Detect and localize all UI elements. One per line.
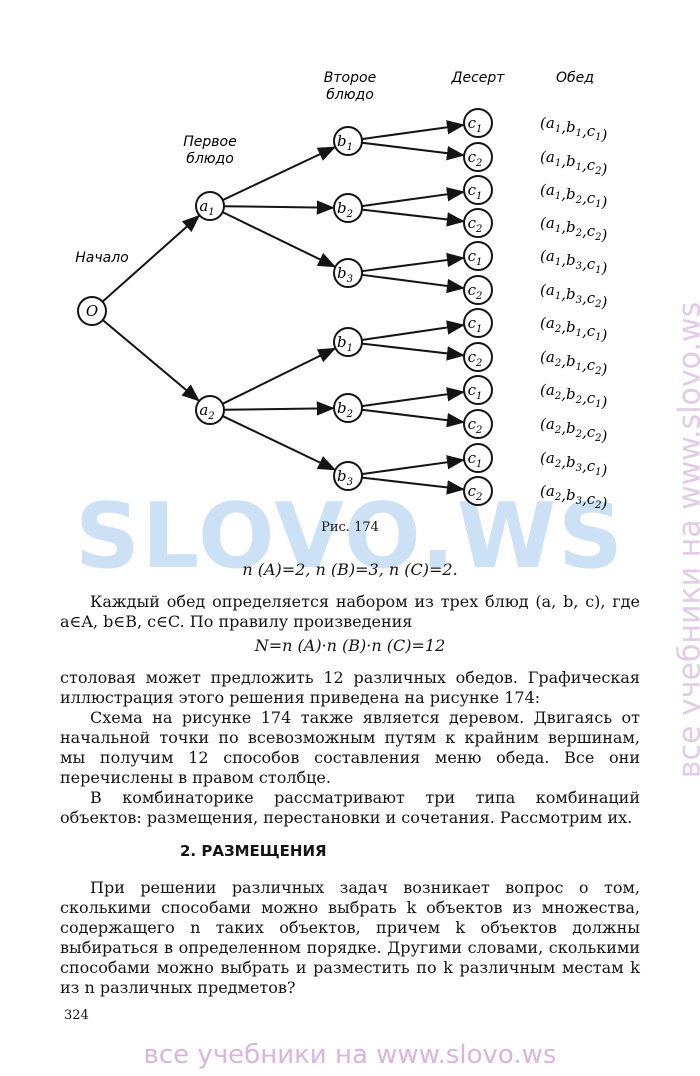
node-c2: c2 bbox=[463, 208, 493, 238]
node-b1: b1 bbox=[333, 126, 363, 156]
header-start: Начало bbox=[75, 250, 128, 266]
node-c2: c2 bbox=[463, 342, 493, 372]
edge-to-c2 bbox=[361, 476, 465, 495]
lunch-tuple: (a2,b3,c2) bbox=[540, 482, 608, 512]
edge-to-b1 bbox=[222, 347, 337, 405]
node-a2: a2 bbox=[195, 395, 225, 425]
node-c1: c1 bbox=[463, 308, 493, 338]
node-c2: c2 bbox=[463, 409, 493, 439]
svg-text:c1: c1 bbox=[468, 381, 483, 402]
edge-to-c1 bbox=[361, 387, 465, 408]
header-first-course-2: блюдо bbox=[186, 151, 234, 167]
header-second-course-2: блюдо bbox=[326, 87, 374, 103]
lunch-tuple: (a1,b3,c2) bbox=[540, 281, 608, 311]
lunch-tuple: (a1,b3,c1) bbox=[540, 247, 608, 277]
lunch-tuple: (a2,b2,c2) bbox=[540, 415, 608, 445]
edge-to-b3 bbox=[222, 415, 337, 471]
figure-caption: Рис. 174 bbox=[321, 520, 379, 535]
svg-text:c2: c2 bbox=[468, 348, 483, 369]
node-c2: c2 bbox=[463, 275, 493, 305]
svg-text:c2: c2 bbox=[468, 281, 483, 302]
header-second-course-1: Второе bbox=[324, 70, 376, 86]
node-c2: c2 bbox=[463, 142, 493, 172]
edge-root-to-a1 bbox=[101, 214, 201, 303]
tree-edges bbox=[101, 120, 465, 495]
svg-text:b2: b2 bbox=[337, 399, 353, 420]
lunch-tuple: (a2,b1,c1) bbox=[540, 314, 608, 344]
section-heading: 2. РАЗМЕЩЕНИЯ bbox=[180, 842, 327, 860]
node-b3: b3 bbox=[333, 461, 363, 491]
edge-to-c2 bbox=[361, 141, 465, 161]
svg-text:c1: c1 bbox=[468, 114, 483, 135]
paragraph-4: В комбинаторике рассматривают три типа к… bbox=[60, 788, 640, 827]
svg-text:c1: c1 bbox=[468, 449, 483, 470]
edge-to-c2 bbox=[361, 408, 465, 428]
lunch-tuple: (a2,b2,c1) bbox=[540, 381, 608, 411]
node-b1: b1 bbox=[333, 327, 363, 357]
decision-tree-diagram: Oa1 a2 b1 b2 b3 b1 b2 b3 c1 c2 c1 c2 c1 c2 c1 c2 c1 c2 c1 c… bbox=[75, 70, 608, 512]
lunch-tuples-column: (a1,b1,c1) (a1,b1,c2)(a1,b2,c1)(a1,b2,c2)… bbox=[540, 114, 608, 512]
header-dessert: Десерт bbox=[451, 70, 506, 86]
node-c1: c1 bbox=[463, 108, 493, 138]
edge-to-c2 bbox=[361, 208, 465, 227]
node-b2: b2 bbox=[333, 193, 363, 223]
svg-text:c1: c1 bbox=[468, 181, 483, 202]
paragraph-1: Каждый обед определяется набором из трех… bbox=[60, 592, 640, 631]
svg-text:b1: b1 bbox=[337, 333, 353, 354]
node-c2: c2 bbox=[463, 476, 493, 506]
lunch-tuple: (a1,b2,c1) bbox=[540, 181, 608, 211]
lunch-tuple: (a2,b3,c1) bbox=[540, 449, 608, 479]
edge-root-to-a2 bbox=[102, 319, 200, 402]
edge-to-b3 bbox=[222, 211, 337, 268]
lunch-tuple: (a1,b2,c2) bbox=[540, 214, 608, 244]
svg-text:c2: c2 bbox=[468, 415, 483, 436]
svg-text:c1: c1 bbox=[468, 314, 483, 335]
node-b3: b3 bbox=[333, 258, 363, 288]
edge-to-b1 bbox=[222, 146, 337, 201]
svg-text:c1: c1 bbox=[468, 247, 483, 268]
watermark-bottom: все учебники на www.slovo.ws bbox=[143, 1040, 557, 1070]
edge-to-c1 bbox=[361, 120, 465, 141]
edge-to-c2 bbox=[361, 342, 465, 361]
node-c1: c1 bbox=[463, 175, 493, 205]
edge-to-c1 bbox=[361, 320, 465, 341]
svg-text:b1: b1 bbox=[337, 132, 353, 153]
node-c1: c1 bbox=[463, 443, 493, 473]
watermark-center: SLOVO.WS bbox=[75, 484, 625, 589]
edge-to-c1 bbox=[361, 455, 465, 476]
svg-text:b3: b3 bbox=[337, 467, 353, 488]
watermark-side: все учебники на www.slovo.ws bbox=[672, 301, 700, 779]
svg-text:a2: a2 bbox=[199, 401, 214, 422]
node-c1: c1 bbox=[463, 375, 493, 405]
svg-text:b2: b2 bbox=[337, 199, 353, 220]
paragraph-5: При решении различных задач возникает во… bbox=[60, 878, 640, 997]
tree-nodes: Oa1 a2 b1 b2 b3 b1 b2 b3 c1 c2 c1 c2 c1 c2 c1 c2 c1 c2 c1 c… bbox=[77, 108, 493, 506]
node-b2: b2 bbox=[333, 393, 363, 423]
header-first-course-1: Первое bbox=[183, 134, 236, 150]
node-a1: a1 bbox=[195, 191, 225, 221]
svg-text:b3: b3 bbox=[337, 264, 353, 285]
node-root: O bbox=[77, 296, 107, 326]
lunch-tuple: (a2,b1,c2) bbox=[540, 348, 608, 378]
edge-to-b2 bbox=[223, 401, 335, 416]
edge-to-b2 bbox=[223, 200, 335, 215]
node-c1: c1 bbox=[463, 241, 493, 271]
page-number: 324 bbox=[64, 1008, 89, 1023]
svg-text:c2: c2 bbox=[468, 214, 483, 235]
lunch-tuple: (a1,b1,c2) bbox=[540, 148, 608, 178]
header-lunch: Обед bbox=[556, 70, 594, 86]
svg-text:c2: c2 bbox=[468, 482, 483, 503]
svg-text:O: O bbox=[86, 302, 98, 320]
lunch-tuple: (a1,b1,c1) bbox=[540, 114, 608, 144]
paragraph-2: столовая может предложить 12 различных о… bbox=[60, 668, 640, 707]
edge-to-c2 bbox=[361, 273, 465, 294]
svg-text:a1: a1 bbox=[199, 197, 214, 218]
paragraph-3: Схема на рисунке 174 также является дере… bbox=[60, 708, 640, 787]
equation-product: N=n (A)·n (B)·n (C)=12 bbox=[254, 636, 446, 655]
equation-counts: n (A)=2, n (B)=3, n (C)=2. bbox=[242, 560, 458, 579]
edge-to-c1 bbox=[361, 187, 465, 208]
svg-text:c2: c2 bbox=[468, 148, 483, 169]
edge-to-c1 bbox=[361, 252, 465, 273]
